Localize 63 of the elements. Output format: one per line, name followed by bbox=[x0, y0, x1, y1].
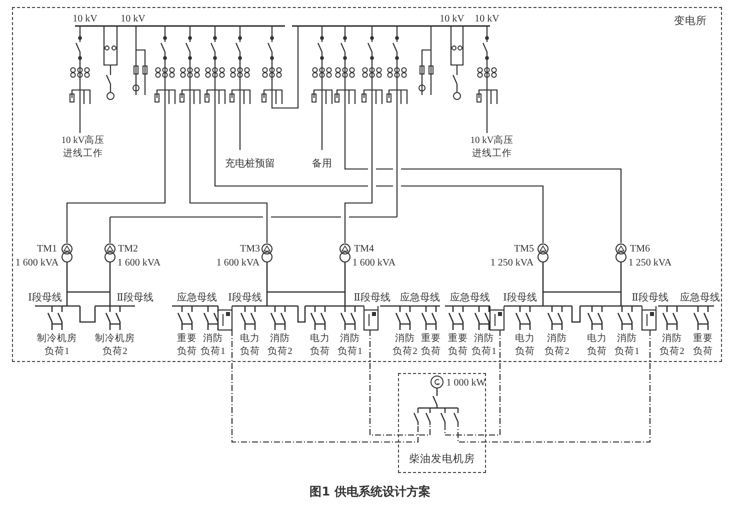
load-label: 制冷机房负荷1 bbox=[36, 333, 78, 359]
busbar-label: Ⅱ段母线 bbox=[632, 292, 668, 304]
busbar-label: Ⅱ段母线 bbox=[116, 292, 154, 304]
load-label: 消防负荷2 bbox=[659, 333, 685, 359]
voltage-label: 10 kV bbox=[440, 12, 464, 26]
backup-cable-line bbox=[457, 330, 651, 443]
transformer-label: 1 600 kVA bbox=[352, 256, 396, 270]
voltage-label: 10 kV bbox=[72, 12, 98, 26]
switch-box bbox=[640, 308, 656, 330]
transformer-label: TM4 bbox=[354, 242, 374, 256]
voltage-label: 10 kV bbox=[474, 12, 500, 26]
switch-box bbox=[488, 308, 504, 330]
area-title: 变电所 bbox=[674, 14, 707, 28]
substation-boundary bbox=[12, 7, 722, 362]
transformer-label: 1 250 kVA bbox=[490, 256, 534, 270]
switch-box bbox=[216, 308, 232, 330]
backup-cable-line bbox=[444, 330, 501, 436]
transformer-label: TM5 bbox=[514, 242, 534, 256]
busbar-label: 应急母线 bbox=[177, 292, 217, 304]
load-label: 电力负荷 bbox=[239, 333, 261, 359]
feeder-label: 备用 bbox=[312, 158, 332, 170]
busbar-label: 应急母线 bbox=[450, 292, 490, 304]
load-label: 消防负荷2 bbox=[267, 333, 293, 359]
transformer-label: 1 600 kVA bbox=[117, 256, 161, 270]
load-label: 消防负荷2 bbox=[544, 333, 570, 359]
load-label: 消防负荷1 bbox=[200, 333, 226, 359]
transformer-label: TM2 bbox=[118, 242, 138, 256]
figure-caption: 图1 供电系统设计方案 bbox=[310, 484, 430, 500]
load-label: 电力负荷 bbox=[514, 333, 536, 359]
load-label: 重要负荷 bbox=[176, 333, 198, 359]
load-label: 重要负荷 bbox=[447, 333, 469, 359]
load-label: 制冷机房负荷2 bbox=[94, 333, 136, 359]
busbar-label: Ⅰ段母线 bbox=[28, 292, 62, 304]
room-boundary bbox=[398, 373, 486, 473]
busbar-label: Ⅰ段母线 bbox=[228, 292, 262, 304]
transformer-label: TM3 bbox=[240, 242, 260, 256]
load-label: 消防负荷1 bbox=[337, 333, 363, 359]
busbar-label: Ⅱ段母线 bbox=[354, 292, 390, 304]
transformer-label: 1 600 kVA bbox=[15, 256, 59, 270]
feeder-label: 10 kV高压进线工作 bbox=[60, 135, 106, 161]
transformer-label: 1 600 kVA bbox=[216, 256, 260, 270]
switch-box bbox=[362, 308, 378, 330]
backup-cable-line bbox=[231, 330, 419, 443]
load-label: 消防负荷2 bbox=[392, 333, 418, 359]
backup-cable-line bbox=[369, 330, 431, 436]
feeder-label: 10 kV高压进线工作 bbox=[469, 135, 515, 161]
area-title: 柴油发电机房 bbox=[409, 452, 475, 466]
load-label: 电力负荷 bbox=[309, 333, 331, 359]
feeder-label: 充电桩预留 bbox=[225, 158, 275, 170]
load-label: 消防负荷1 bbox=[471, 333, 497, 359]
load-label: 消防负荷1 bbox=[614, 333, 640, 359]
load-label: 重要负荷 bbox=[692, 333, 714, 359]
busbar bbox=[412, 406, 458, 426]
transformer-label: TM6 bbox=[630, 242, 650, 256]
generator-rating: 1 000 kW bbox=[446, 376, 486, 390]
load-label: 重要负荷 bbox=[420, 333, 442, 359]
busbar-label: Ⅰ段母线 bbox=[503, 292, 537, 304]
transformer-label: TM1 bbox=[37, 242, 57, 256]
transformer-label: 1 250 kVA bbox=[628, 256, 672, 270]
voltage-label: 10 kV bbox=[120, 12, 146, 26]
busbar-label: 应急母线 bbox=[400, 292, 440, 304]
busbar-label: 应急母线 bbox=[680, 292, 720, 304]
load-label: 电力负荷 bbox=[586, 333, 608, 359]
